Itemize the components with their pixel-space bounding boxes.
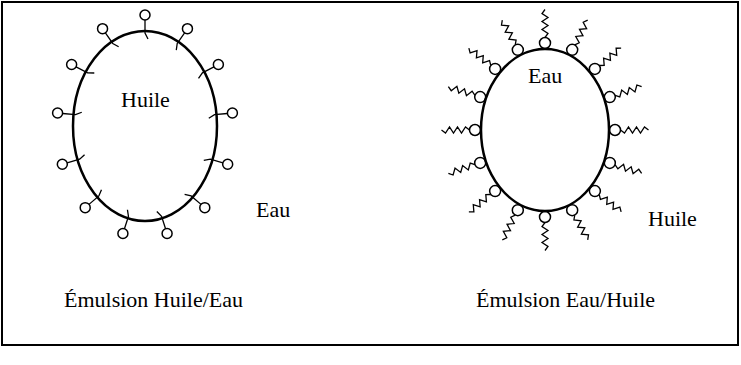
- polar-head: [162, 228, 172, 238]
- hydrophobic-tail: [448, 163, 475, 175]
- hydrophobic-tail: [63, 112, 82, 114]
- polar-head: [53, 108, 63, 118]
- droplet-label: Eau: [528, 64, 562, 88]
- hydrophobic-tail: [615, 85, 642, 97]
- polar-head: [140, 10, 150, 20]
- hydrophobic-tail: [469, 48, 491, 65]
- hydrophobic-tail: [145, 20, 148, 39]
- hydrophobic-tail: [615, 164, 642, 173]
- hydrophobic-tail: [542, 10, 548, 38]
- hydrophobic-tail: [209, 114, 228, 119]
- water-droplet: Eau: [480, 48, 610, 212]
- droplet-outline-svg: [72, 30, 218, 222]
- hydrophobic-tail: [599, 48, 621, 65]
- hydrophobic-tail: [542, 223, 548, 251]
- hydrophobic-tail: [599, 195, 621, 212]
- droplet-outline: [481, 49, 609, 211]
- polar-head: [80, 203, 90, 213]
- surfactant-molecules: [53, 10, 649, 251]
- polar-head: [57, 159, 67, 169]
- hydrophobic-tail: [502, 215, 515, 240]
- hydrophobic-tail: [448, 86, 475, 95]
- polar-head: [200, 203, 210, 213]
- emulsion-caption: Émulsion Eau/Huile: [476, 288, 655, 312]
- emulsion-caption: Émulsion Huile/Eau: [64, 288, 243, 312]
- hydrophobic-tail: [501, 20, 516, 45]
- polar-head: [182, 24, 192, 34]
- frame-border: [2, 2, 738, 345]
- oil-droplet: Huile: [72, 30, 218, 222]
- polar-head: [540, 212, 551, 223]
- polar-head: [223, 159, 233, 169]
- polar-head: [610, 125, 621, 136]
- polar-head: [118, 228, 128, 238]
- hydrophobic-tail: [621, 127, 649, 133]
- polar-head: [213, 59, 223, 69]
- phase-label: Eau: [256, 198, 290, 222]
- phase-label: Huile: [648, 207, 697, 231]
- hydrophobic-tail: [442, 127, 470, 133]
- hydrophobic-tail: [575, 20, 588, 45]
- polar-head: [98, 24, 108, 34]
- polar-head: [67, 59, 77, 69]
- hydrophobic-tail: [469, 195, 491, 212]
- polar-head: [470, 125, 481, 136]
- polar-head: [540, 38, 551, 49]
- droplet-outline: [73, 31, 217, 221]
- polar-head: [227, 108, 237, 118]
- hydrophobic-tail: [574, 215, 589, 240]
- droplet-label: Huile: [121, 88, 170, 112]
- hydrophobic-tail: [89, 190, 101, 205]
